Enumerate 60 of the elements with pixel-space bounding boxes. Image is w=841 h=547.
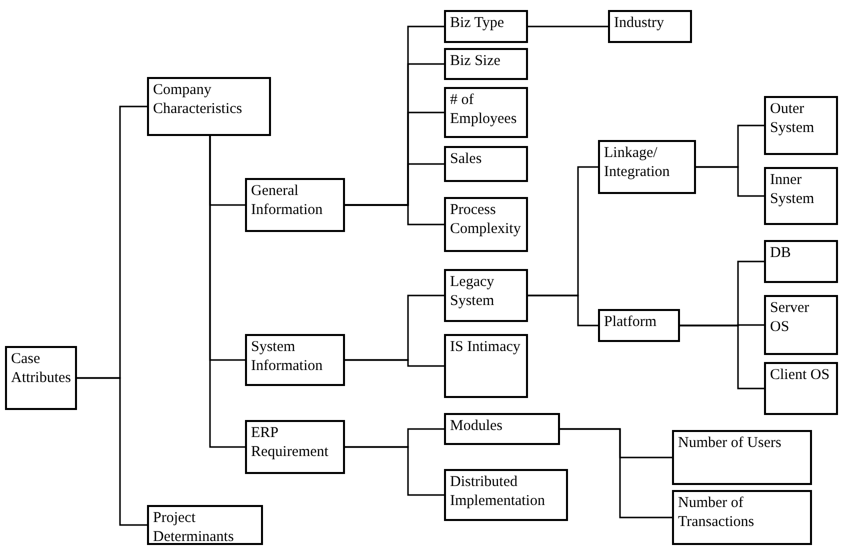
attribute-box <box>147 505 263 545</box>
attribute-box <box>444 469 568 521</box>
box-label: Sales <box>450 150 483 169</box>
box-label: Outer System <box>770 100 816 138</box>
box-label: Industry <box>614 14 665 33</box>
box-label: Platform <box>604 313 658 332</box>
attribute-box <box>608 10 692 43</box>
box-label: Distributed Implementation <box>450 473 546 511</box>
box-label: General Information <box>251 182 324 220</box>
attribute-box <box>444 48 528 80</box>
attribute-box <box>5 346 77 410</box>
box-label: Biz Size <box>450 52 502 71</box>
attribute-box <box>764 167 838 225</box>
attribute-box <box>444 334 528 398</box>
attribute-box <box>444 269 528 322</box>
connector-line <box>345 359 444 367</box>
box-label: ERP Requirement <box>251 424 330 462</box>
box-label: Legacy System <box>450 273 496 311</box>
connector-line <box>345 204 444 226</box>
attribute-box <box>764 96 838 155</box>
connector-line <box>345 446 444 496</box>
attribute-box <box>764 362 838 415</box>
attribute-box <box>444 413 560 445</box>
connector-line <box>528 26 608 28</box>
attribute-box <box>245 420 345 474</box>
attribute-box <box>444 87 528 138</box>
connector-line <box>528 294 598 326</box>
connector-line <box>560 428 672 518</box>
attribute-box <box>672 490 812 545</box>
attribute-box <box>147 77 271 136</box>
box-label: Server OS <box>770 299 810 337</box>
box-label: Number of Users <box>678 434 782 453</box>
box-label: Company Characteristics <box>153 81 244 119</box>
connector-line <box>696 166 764 197</box>
box-label: Biz Type <box>450 14 506 33</box>
box-label: Number of Transactions <box>678 494 756 532</box>
box-label: Project Determinants <box>153 509 235 547</box>
connector-line <box>680 324 764 390</box>
attribute-box <box>245 178 345 232</box>
box-label: Inner System <box>770 171 816 209</box>
attribute-box <box>444 10 528 43</box>
connector-line <box>77 377 147 526</box>
box-label: # of Employees <box>450 91 518 129</box>
attribute-box <box>764 240 838 283</box>
attribute-box <box>672 430 812 485</box>
box-label: Client OS <box>770 366 831 385</box>
connector-line <box>209 136 245 448</box>
box-label: Modules <box>450 417 504 436</box>
box-label: IS Intimacy <box>450 338 522 357</box>
attribute-box <box>598 309 680 342</box>
attribute-box <box>245 334 345 386</box>
box-label: Linkage/ Integration <box>604 144 671 182</box>
box-label: System Information <box>251 338 324 376</box>
box-label: Process Complexity <box>450 201 522 239</box>
attribute-box <box>444 197 528 252</box>
attribute-box <box>444 146 528 182</box>
box-label: DB <box>770 244 792 263</box>
box-label: Case Attributes <box>11 350 71 388</box>
attribute-box <box>598 140 696 194</box>
attribute-box <box>764 295 838 355</box>
